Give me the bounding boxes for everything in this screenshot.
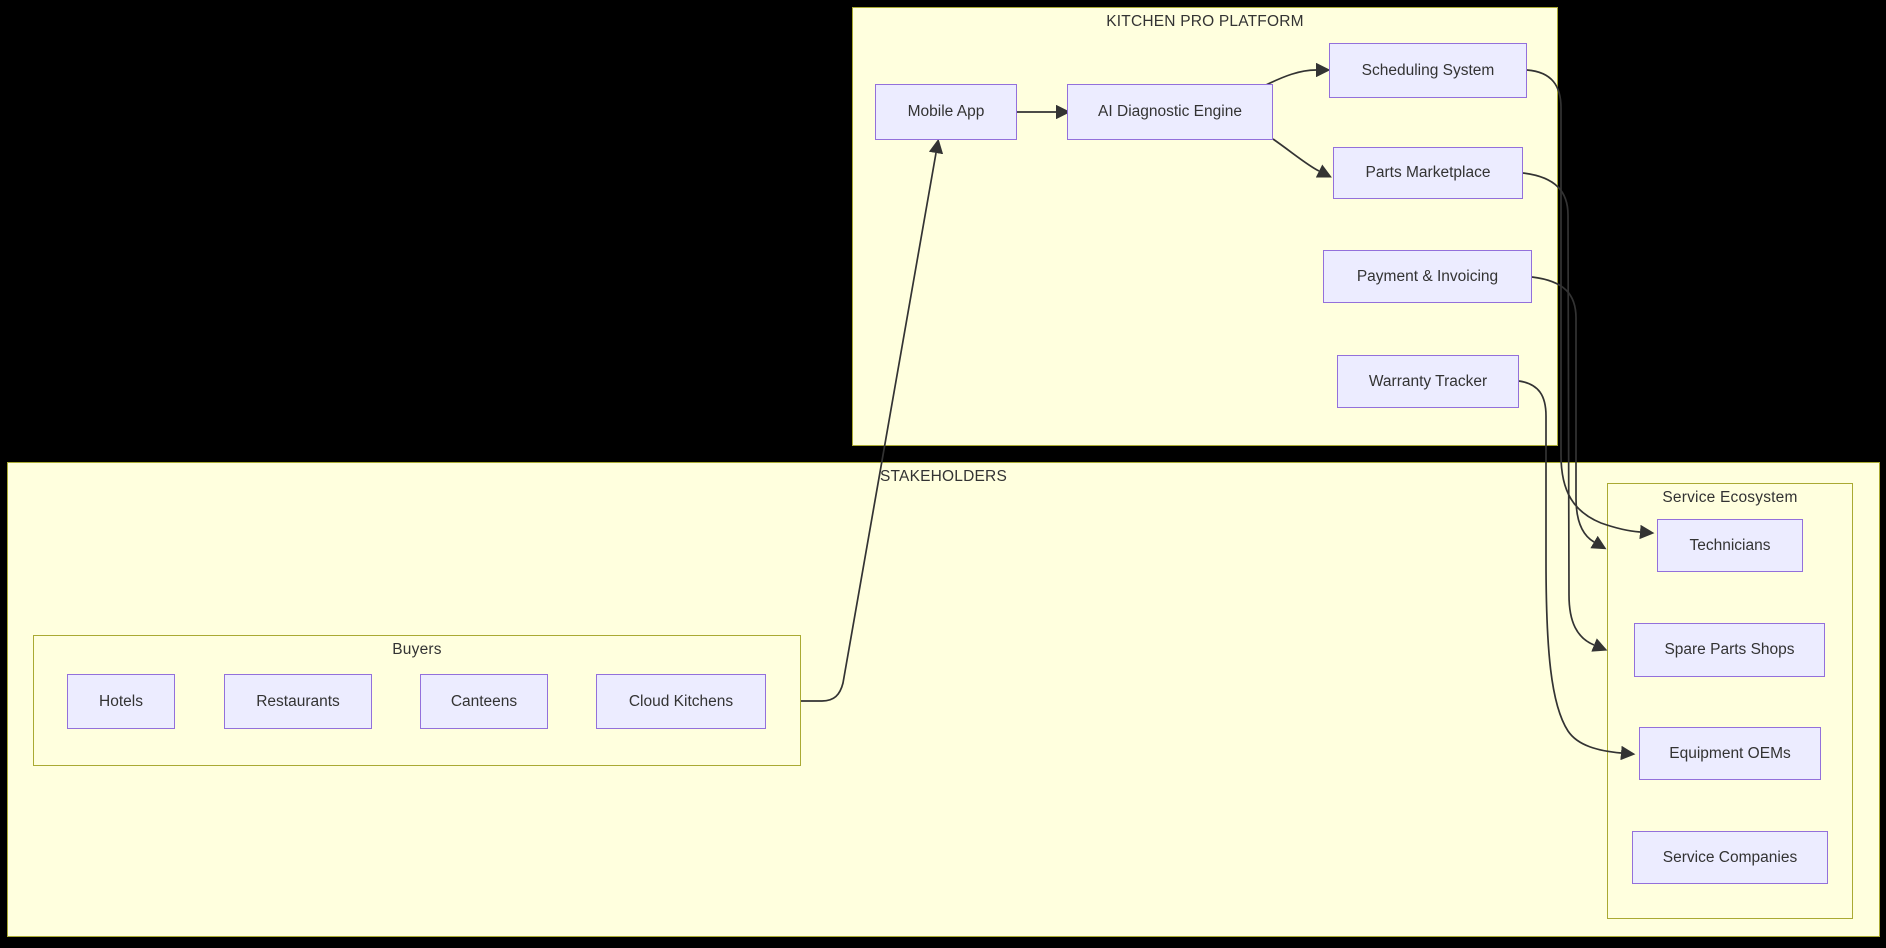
node-scheduling-system: Scheduling System bbox=[1329, 43, 1527, 98]
edge-ai-engine-to-parts-marketplace bbox=[1272, 138, 1332, 178]
node-payment-invoicing: Payment & Invoicing bbox=[1323, 250, 1532, 303]
edge-ai-engine-to-scheduling bbox=[1263, 62, 1331, 87]
node-restaurants: Restaurants bbox=[224, 674, 372, 729]
edge-parts-marketplace-to-service-ecosystem bbox=[1522, 172, 1608, 652]
node-technicians: Technicians bbox=[1657, 519, 1803, 572]
subgraph-label-stakeholders: STAKEHOLDERS bbox=[879, 468, 1007, 485]
node-ai-diagnostic-engine: AI Diagnostic Engine bbox=[1067, 84, 1273, 140]
node-hotels: Hotels bbox=[67, 674, 175, 729]
node-cloud-kitchens: Cloud Kitchens bbox=[596, 674, 766, 729]
edge-buyers-to-mobile-app bbox=[801, 138, 944, 702]
node-spare-parts-shops: Spare Parts Shops bbox=[1634, 623, 1825, 677]
node-warranty-tracker: Warranty Tracker bbox=[1337, 355, 1519, 408]
node-mobile-app: Mobile App bbox=[875, 84, 1017, 140]
node-service-companies: Service Companies bbox=[1632, 831, 1828, 884]
edge-scheduling-to-technicians bbox=[1526, 69, 1655, 540]
edge-warranty-to-equipment-oems bbox=[1518, 380, 1636, 761]
node-equipment-oems: Equipment OEMs bbox=[1639, 727, 1821, 780]
edge-payment-to-service-ecosystem bbox=[1531, 276, 1607, 550]
subgraph-label-platform: KITCHEN PRO PLATFORM bbox=[1106, 13, 1304, 30]
subgraph-label-buyers: Buyers bbox=[392, 641, 442, 658]
node-canteens: Canteens bbox=[420, 674, 548, 729]
node-parts-marketplace: Parts Marketplace bbox=[1333, 147, 1523, 199]
subgraph-label-service-ecosystem: Service Ecosystem bbox=[1662, 489, 1798, 506]
